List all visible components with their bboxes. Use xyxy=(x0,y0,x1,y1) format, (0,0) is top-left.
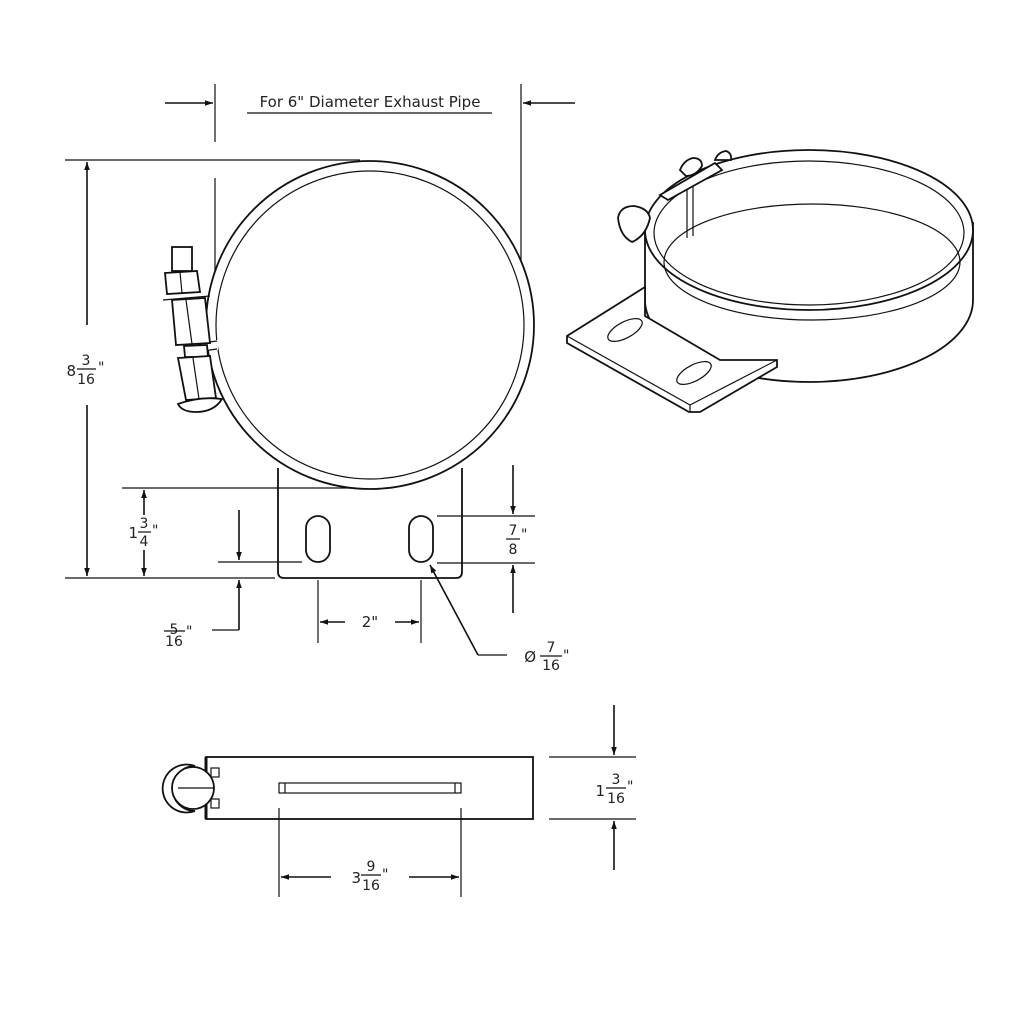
iso-bolt-head xyxy=(617,205,651,243)
svg-text:7: 7 xyxy=(509,523,518,539)
drawing-title: For 6" Diameter Exhaust Pipe xyxy=(260,93,481,111)
bracket-slot-right xyxy=(408,515,434,563)
svg-text:3: 3 xyxy=(82,353,91,369)
svg-text:16: 16 xyxy=(77,372,95,388)
svg-text:": " xyxy=(521,527,527,543)
svg-text:4: 4 xyxy=(140,534,149,550)
svg-text:1: 1 xyxy=(128,524,138,542)
band-width-dimension: 1 3 16 " xyxy=(549,705,636,870)
iso-bracket-plate xyxy=(566,285,778,413)
svg-text:": " xyxy=(563,648,569,664)
svg-text:3: 3 xyxy=(140,516,149,532)
top-band xyxy=(205,756,534,820)
top-slot xyxy=(278,782,462,794)
clamp-bolt xyxy=(162,246,224,413)
slot-length-dimension: 7 8 " xyxy=(437,465,535,613)
clamp-band-outer xyxy=(205,160,535,490)
svg-text:5: 5 xyxy=(170,622,179,638)
svg-text:16: 16 xyxy=(542,658,560,674)
overall-height-dimension: 8 3 16 " xyxy=(65,162,275,579)
top-view: 1 3 16 " 3 9 16 " xyxy=(161,705,636,897)
svg-text:16: 16 xyxy=(165,634,183,650)
svg-text:16: 16 xyxy=(362,878,380,894)
svg-text:": " xyxy=(186,624,192,640)
front-view: 8 3 16 " 1 3 4 " 5 16 " xyxy=(65,159,569,674)
iso-slot-1 xyxy=(607,318,643,342)
svg-text:16: 16 xyxy=(607,791,625,807)
svg-text:3: 3 xyxy=(351,869,361,887)
svg-text:1: 1 xyxy=(595,782,605,800)
svg-text:9: 9 xyxy=(367,859,376,875)
svg-text:": " xyxy=(98,360,104,376)
bracket-slot-left xyxy=(305,515,331,563)
svg-text:": " xyxy=(152,523,158,539)
slot-spacing-dimension: 2" xyxy=(317,580,422,643)
svg-text:7: 7 xyxy=(547,640,556,656)
svg-text:8: 8 xyxy=(66,362,76,380)
bracket-height-dimension: 1 3 4 " xyxy=(122,487,355,576)
svg-text:Ø: Ø xyxy=(524,648,536,666)
svg-text:": " xyxy=(627,779,633,795)
slot-diameter-callout: Ø 7 16 " xyxy=(429,564,569,674)
diameter-dimension: For 6" Diameter Exhaust Pipe xyxy=(165,84,575,340)
svg-text:3: 3 xyxy=(612,772,621,788)
iso-band-top-inner xyxy=(653,160,965,306)
isometric-view xyxy=(566,149,974,413)
svg-text:8: 8 xyxy=(509,542,518,558)
top-slot-length-dimension: 3 9 16 " xyxy=(278,808,462,897)
slot-offset-dimension: 5 16 " xyxy=(164,510,302,650)
svg-text:": " xyxy=(382,867,388,883)
clamp-band-inner xyxy=(215,170,525,480)
iso-slot-2 xyxy=(676,361,712,385)
svg-text:2": 2" xyxy=(362,613,378,631)
